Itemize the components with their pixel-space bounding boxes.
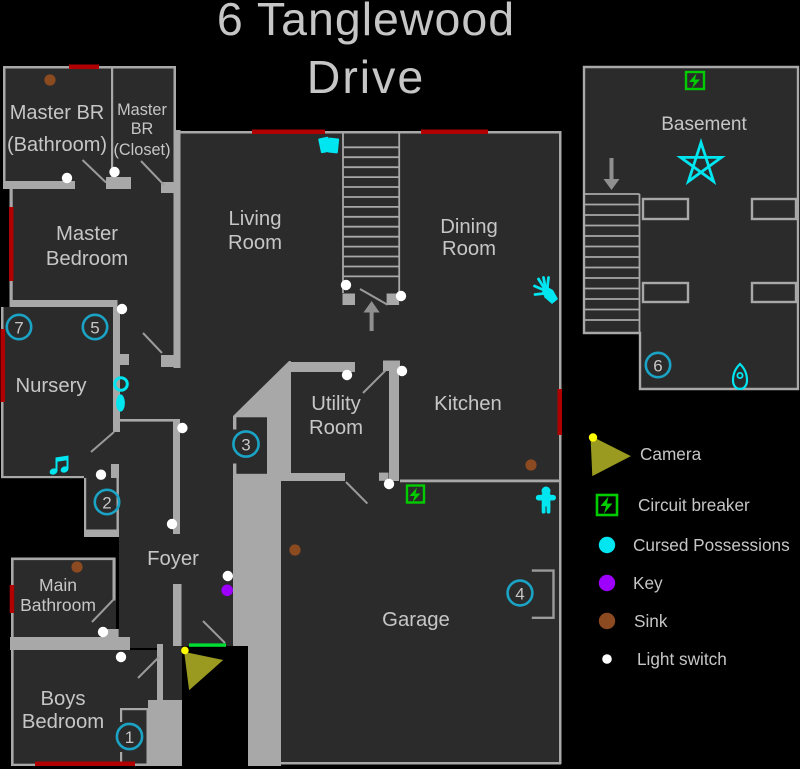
- svg-text:Sink: Sink: [634, 611, 668, 631]
- svg-text:7: 7: [14, 319, 23, 338]
- svg-text:Main: Main: [39, 575, 77, 595]
- svg-text:Garage: Garage: [382, 609, 450, 631]
- svg-text:6 Tanglewood: 6 Tanglewood: [217, 0, 515, 45]
- svg-text:Cursed Possessions: Cursed Possessions: [633, 535, 790, 555]
- svg-text:Drive: Drive: [307, 51, 426, 103]
- svg-text:Kitchen: Kitchen: [434, 393, 502, 415]
- svg-text:Foyer: Foyer: [147, 548, 199, 570]
- svg-text:Circuit breaker: Circuit breaker: [638, 495, 750, 515]
- svg-text:BR: BR: [131, 120, 154, 138]
- svg-text:Bedroom: Bedroom: [22, 711, 104, 733]
- svg-text:Master: Master: [56, 223, 118, 245]
- svg-text:Dining: Dining: [440, 216, 498, 238]
- svg-text:(Closet): (Closet): [114, 141, 171, 159]
- svg-text:Bedroom: Bedroom: [46, 248, 128, 270]
- svg-text:Living: Living: [229, 208, 282, 230]
- svg-text:5: 5: [90, 319, 99, 338]
- svg-text:6: 6: [653, 357, 662, 376]
- svg-text:Room: Room: [309, 417, 363, 439]
- svg-text:Boys: Boys: [40, 688, 85, 710]
- svg-text:(Bathroom): (Bathroom): [7, 134, 107, 156]
- svg-text:Bathroom: Bathroom: [20, 595, 96, 615]
- svg-text:4: 4: [515, 585, 524, 604]
- svg-text:Key: Key: [633, 573, 663, 593]
- svg-text:Room: Room: [442, 238, 496, 260]
- svg-text:1: 1: [125, 728, 134, 747]
- svg-text:Nursery: Nursery: [16, 375, 88, 397]
- svg-text:Utility: Utility: [311, 393, 361, 415]
- svg-text:Master BR: Master BR: [10, 102, 104, 124]
- svg-text:Light switch: Light switch: [637, 649, 727, 669]
- svg-text:3: 3: [241, 436, 250, 455]
- svg-text:Master: Master: [117, 101, 167, 119]
- svg-text:Camera: Camera: [640, 444, 702, 464]
- svg-text:2: 2: [102, 494, 111, 513]
- svg-text:Basement: Basement: [661, 114, 747, 135]
- svg-text:Room: Room: [228, 232, 282, 254]
